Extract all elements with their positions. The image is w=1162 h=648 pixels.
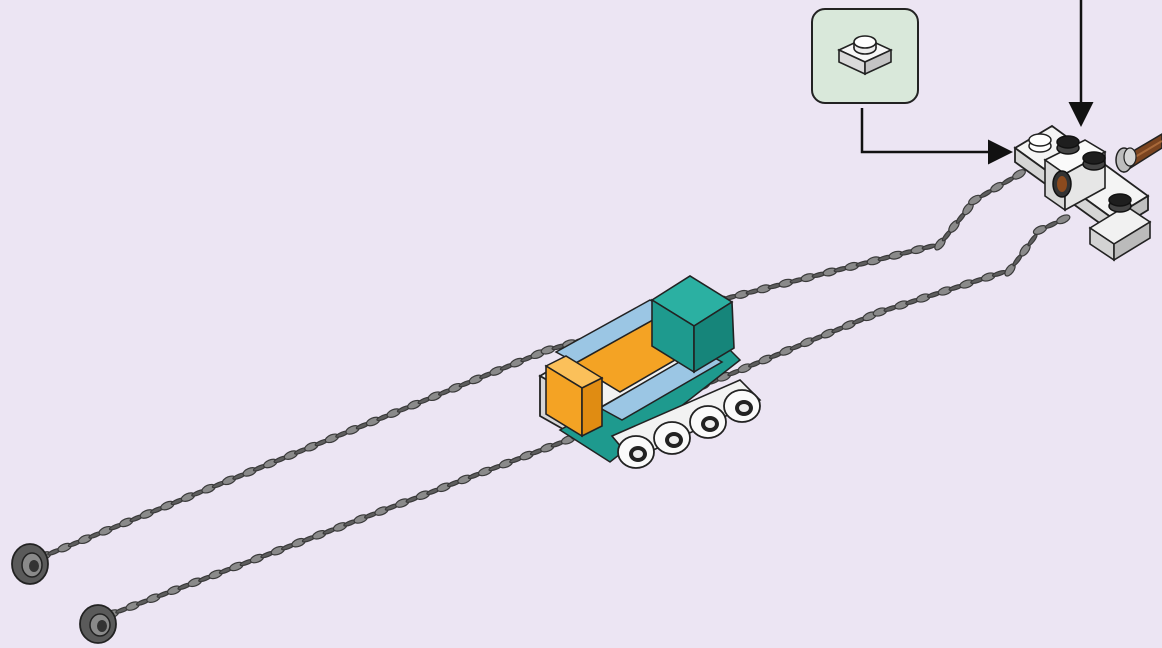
chain-link bbox=[922, 243, 937, 250]
wheel-2 bbox=[654, 422, 690, 454]
wheel-1 bbox=[618, 436, 654, 468]
stud-black-2 bbox=[1083, 152, 1105, 170]
wheel-4 bbox=[724, 390, 760, 422]
callout-arrow bbox=[862, 108, 1008, 152]
brown-axle bbox=[1116, 134, 1162, 172]
wheel-3 bbox=[690, 406, 726, 438]
chain-upper bbox=[36, 168, 1027, 562]
chain-link bbox=[992, 269, 1007, 277]
chain-link bbox=[1055, 213, 1071, 225]
chain-link bbox=[1027, 233, 1039, 247]
chain-end-right bbox=[80, 605, 116, 643]
chain-end-left bbox=[12, 544, 48, 584]
stud-black-3 bbox=[1109, 194, 1131, 212]
stud-black-1 bbox=[1057, 136, 1079, 154]
stud-white bbox=[1029, 134, 1051, 152]
